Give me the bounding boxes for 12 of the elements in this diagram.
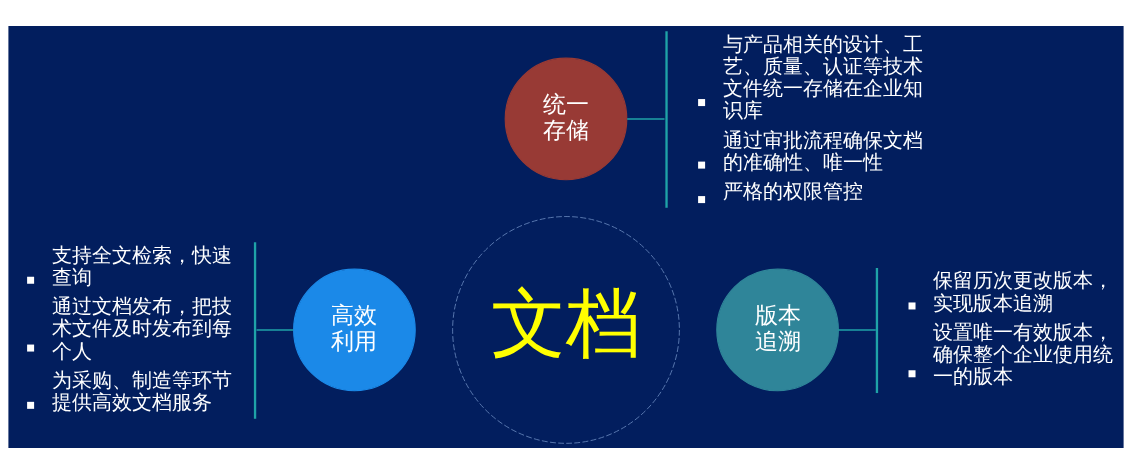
- connector: [626, 118, 666, 120]
- node-label: 与产品相关的设计、工艺、质量、认证等技术文件统一存储在企业知识库: [722, 32, 923, 123]
- connector: [255, 329, 294, 331]
- node-label: 设置唯一有效版本，确保整个企业使用统一的版本: [933, 320, 1114, 389]
- node-circle: 高效利用: [293, 268, 416, 392]
- node-label: 通过审批流程确保文档的准确性、唯一性: [722, 128, 923, 174]
- node-circle: 文档: [452, 216, 680, 444]
- node-circle: 统一存储: [504, 57, 628, 181]
- node-label: 严格的权限管控: [722, 179, 863, 203]
- connector: [837, 329, 877, 331]
- node-label: 保留历次更改版本，实现版本追溯: [933, 269, 1114, 315]
- node-circle: 版本追溯: [716, 268, 839, 392]
